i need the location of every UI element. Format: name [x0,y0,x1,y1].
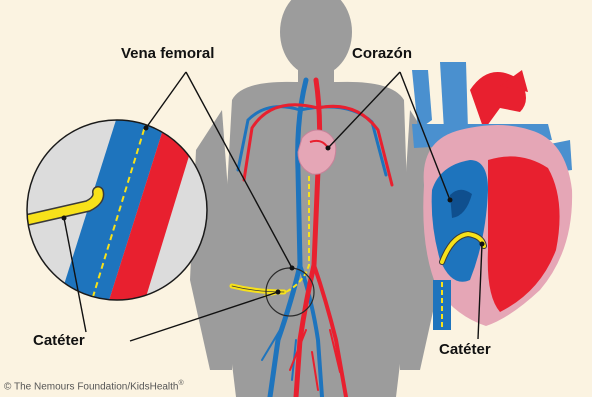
magnified-vessel-view [18,110,207,310]
label-femoral-vein: Vena femoral [121,45,214,62]
label-catheter-right: Catéter [439,341,491,358]
large-heart [412,62,572,330]
label-heart: Corazón [352,45,412,62]
registered-mark: ® [179,380,184,387]
copyright-credit: © The Nemours Foundation/KidsHealth® [4,380,184,392]
credit-text: © The Nemours Foundation/KidsHealth [4,381,179,392]
label-catheter-left: Catéter [33,332,85,349]
